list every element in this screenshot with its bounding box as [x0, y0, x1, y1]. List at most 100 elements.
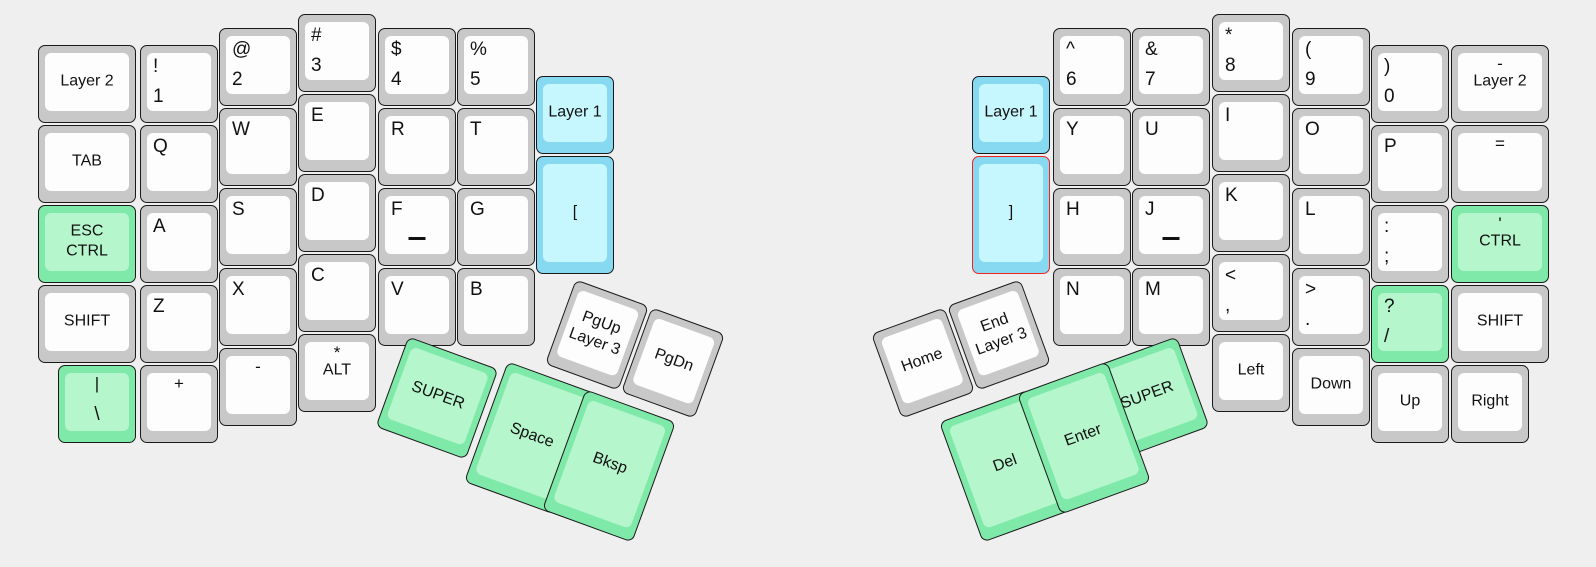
key-r-j[interactable]: J: [1132, 188, 1210, 266]
key-l-5[interactable]: %5: [457, 28, 535, 106]
legend-top-left: A: [153, 216, 166, 237]
key-r-quote-ctrl[interactable]: 'CTRL: [1451, 205, 1549, 283]
legend-bottom-left: 9: [1305, 69, 1316, 91]
key-r-9[interactable]: (9: [1292, 28, 1370, 106]
key-l-star-alt[interactable]: *ALT: [298, 334, 376, 412]
keycap-surface: Z: [147, 293, 211, 351]
legend-center: SHIFT: [1476, 312, 1524, 330]
legend-top-center: -: [1497, 54, 1503, 73]
key-r-p[interactable]: P: [1371, 125, 1449, 203]
key-l-c[interactable]: C: [298, 254, 376, 332]
key-l-z[interactable]: Z: [140, 285, 218, 363]
key-l-v[interactable]: V: [378, 268, 456, 346]
legend-center: Layer 2: [60, 72, 114, 90]
legend-top-left: Z: [153, 296, 165, 317]
key-r-right[interactable]: Right: [1451, 365, 1529, 443]
legend-bottom-left: 1: [153, 86, 164, 108]
key-l-f[interactable]: F: [378, 188, 456, 266]
legend-center: ALT: [322, 361, 352, 379]
key-r-period[interactable]: >.: [1292, 268, 1370, 346]
key-r-shift[interactable]: SHIFT: [1451, 285, 1549, 363]
legend-bottom-left: 8: [1225, 55, 1236, 77]
keycap-surface: SHIFT: [45, 293, 129, 351]
key-l-minus[interactable]: -: [219, 348, 297, 426]
key-l-bracket-left[interactable]: [: [536, 156, 614, 274]
key-r-up[interactable]: Up: [1371, 365, 1449, 443]
legend-bottom-left: 0: [1384, 86, 1395, 108]
keycap-surface: Home: [880, 317, 965, 405]
legend-top-left: $: [391, 39, 402, 60]
key-r-layer1[interactable]: Layer 1: [972, 76, 1050, 154]
key-r-y[interactable]: Y: [1053, 108, 1131, 186]
homing-bar-icon: [408, 237, 426, 240]
key-l-shift[interactable]: SHIFT: [38, 285, 136, 363]
legend-top-left: E: [311, 105, 324, 126]
key-r-7[interactable]: &7: [1132, 28, 1210, 106]
key-l-g[interactable]: G: [457, 188, 535, 266]
key-l-1[interactable]: !1: [140, 45, 218, 123]
key-r-i[interactable]: I: [1212, 94, 1290, 172]
keycap-surface: V: [385, 276, 449, 334]
key-r-down[interactable]: Down: [1292, 348, 1370, 426]
key-l-esc-ctrl[interactable]: ESC CTRL: [38, 205, 136, 283]
key-l-2[interactable]: @2: [219, 28, 297, 106]
keycap-surface: SUPER: [386, 346, 490, 446]
key-r-k[interactable]: K: [1212, 174, 1290, 252]
key-l-grave-layer2[interactable]: Layer 2: [38, 45, 136, 123]
legend-top-left: #: [311, 25, 322, 46]
key-l-r[interactable]: R: [378, 108, 456, 186]
legend-top-left: :: [1384, 216, 1390, 237]
key-r-0[interactable]: )0: [1371, 45, 1449, 123]
legend-top-left: J: [1145, 199, 1155, 220]
key-l-layer1[interactable]: Layer 1: [536, 76, 614, 154]
legend-top-left: @: [232, 39, 252, 60]
keycap-surface: 'CTRL: [1458, 213, 1542, 271]
key-l-e[interactable]: E: [298, 94, 376, 172]
key-l-4[interactable]: $4: [378, 28, 456, 106]
key-l-pipe-backslash[interactable]: |\: [58, 365, 136, 443]
keycap-surface: W: [226, 116, 290, 174]
key-r-slash[interactable]: ?/: [1371, 285, 1449, 363]
key-l-s[interactable]: S: [219, 188, 297, 266]
keycap-surface: (9: [1299, 36, 1363, 94]
keycap-surface: End Layer 3: [956, 289, 1041, 377]
key-r-minus-layer2[interactable]: -Layer 2: [1451, 45, 1549, 123]
key-r-m[interactable]: M: [1132, 268, 1210, 346]
key-l-a[interactable]: A: [140, 205, 218, 283]
keycap-surface: L: [1299, 196, 1363, 254]
key-r-equals[interactable]: =: [1451, 125, 1549, 203]
key-r-8[interactable]: *8: [1212, 14, 1290, 92]
key-l-x[interactable]: X: [219, 268, 297, 346]
keycap-surface: ]: [979, 164, 1043, 262]
key-r-o[interactable]: O: [1292, 108, 1370, 186]
keycap-surface: %5: [464, 36, 528, 94]
legend-center: PgUp Layer 3: [566, 307, 624, 360]
key-r-comma[interactable]: <,: [1212, 254, 1290, 332]
legend-top-left: X: [232, 279, 245, 300]
key-l-3[interactable]: #3: [298, 14, 376, 92]
legend-bottom-left: 3: [311, 55, 322, 77]
keycap-surface: <,: [1219, 262, 1283, 320]
key-l-q[interactable]: Q: [140, 125, 218, 203]
key-r-l[interactable]: L: [1292, 188, 1370, 266]
key-r-left[interactable]: Left: [1212, 334, 1290, 412]
key-l-d[interactable]: D: [298, 174, 376, 252]
legend-bottom-left: 6: [1066, 69, 1077, 91]
key-l-w[interactable]: W: [219, 108, 297, 186]
key-l-plus[interactable]: +: [140, 365, 218, 443]
key-r-u[interactable]: U: [1132, 108, 1210, 186]
keycap-surface: &7: [1139, 36, 1203, 94]
keycap-surface: -Layer 2: [1458, 53, 1542, 111]
key-r-bracket-right[interactable]: ]: [972, 156, 1050, 274]
legend-center: Down: [1310, 375, 1352, 393]
key-r-6[interactable]: ^6: [1053, 28, 1131, 106]
keycap-surface: Layer 1: [543, 84, 607, 142]
legend-top-left: C: [311, 265, 325, 286]
key-r-h[interactable]: H: [1053, 188, 1131, 266]
key-r-semicolon[interactable]: :;: [1371, 205, 1449, 283]
key-r-n[interactable]: N: [1053, 268, 1131, 346]
key-l-t[interactable]: T: [457, 108, 535, 186]
key-l-b[interactable]: B: [457, 268, 535, 346]
key-l-tab[interactable]: TAB: [38, 125, 136, 203]
